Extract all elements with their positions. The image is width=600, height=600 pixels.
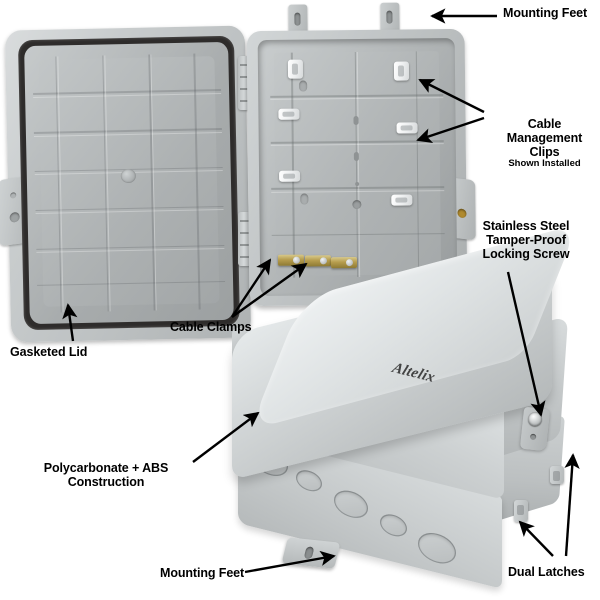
callout-mounting-feet-top: Mounting Feet <box>503 6 588 20</box>
callout-cable-clamps: Cable Clamps <box>170 320 252 334</box>
knockout-4 <box>380 511 407 540</box>
knockout-3 <box>334 487 368 522</box>
cable-clamp-1 <box>277 254 304 266</box>
body-cavity <box>257 37 458 297</box>
cable-management-clip-2 <box>393 61 410 81</box>
cable-management-clip-3 <box>278 108 300 120</box>
knockout-2 <box>296 467 322 495</box>
cable-management-clip-1 <box>287 60 303 80</box>
cable-clamp-2 <box>305 255 332 267</box>
lid-gasket-seal <box>17 35 240 331</box>
callout-cable-clips-label: Cable Management Clips <box>506 117 583 159</box>
latch-front <box>514 500 528 522</box>
cable-management-clip-4 <box>396 122 418 135</box>
cable-clamp-3 <box>330 256 357 268</box>
knockout-5 <box>418 528 456 568</box>
lid-inner-well <box>24 41 234 325</box>
cable-management-clip-5 <box>278 170 300 182</box>
mounting-foot-bottom <box>281 537 341 569</box>
callout-cable-management-clips: Cable Management Clips Shown Installed <box>489 103 600 184</box>
callout-cable-clips-sub: Shown Installed <box>508 158 581 169</box>
tamper-proof-locking-screw <box>519 406 551 452</box>
callout-mounting-feet-bottom: Mounting Feet <box>160 566 245 580</box>
callout-dual-latches: Dual Latches <box>508 565 585 579</box>
callout-gasketed-lid: Gasketed Lid <box>10 345 88 359</box>
mounting-foot-top-right <box>380 2 400 33</box>
callout-locking-screw: Stainless Steel Tamper-Proof Locking Scr… <box>482 219 570 261</box>
gasketed-lid-part <box>0 25 252 343</box>
cable-management-clip-6 <box>391 194 413 206</box>
callout-polycarbonate-abs: Polycarbonate + ABS Construction <box>43 461 169 489</box>
closed-enclosure-part: Altelix <box>232 223 588 589</box>
latch-side <box>550 466 564 484</box>
